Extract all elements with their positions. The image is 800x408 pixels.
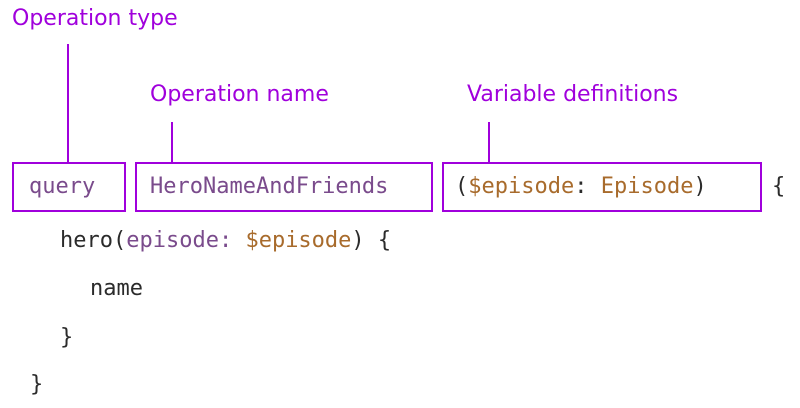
variable-definitions-box (442, 162, 762, 212)
code-hero-var: $episode (245, 228, 352, 253)
code-open-brace: { (772, 174, 786, 199)
operation-type-box (12, 162, 126, 212)
code-hero-arg: episode: (126, 228, 246, 253)
operation-name-connector (171, 122, 173, 162)
operation-type-connector (67, 44, 69, 162)
code-hero-tail: ) { (351, 228, 392, 253)
code-operation-name: HeroNameAndFriends (150, 174, 389, 199)
variable-definitions-connector (488, 122, 490, 162)
code-line-hero: hero(episode: $episode) { (60, 230, 391, 252)
operation-name-box (135, 162, 433, 212)
variable-definitions-label: Variable definitions (467, 82, 679, 107)
code-colon: : (574, 174, 601, 199)
code-hero-field: hero( (60, 228, 127, 253)
code-line-name: name (90, 276, 143, 301)
code-type: Episode (600, 174, 694, 199)
code-line-close-outer: } (30, 372, 44, 397)
code-keyword-query: query (29, 174, 96, 199)
code-variable: $episode (468, 174, 575, 199)
code-line-close-inner: } (60, 325, 74, 350)
operation-type-label: Operation type (12, 6, 178, 31)
code-open-paren: ( (455, 174, 469, 199)
operation-name-label: Operation name (150, 82, 329, 107)
code-variable-definitions: ($episode: Episode) (455, 176, 707, 198)
code-close-paren: ) (693, 174, 707, 199)
